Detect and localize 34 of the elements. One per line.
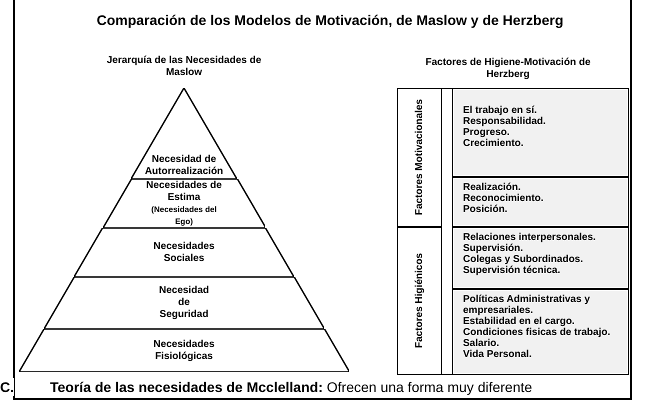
- level-label: (Necesidades del Ego): [150, 204, 218, 228]
- section-letter: C.: [0, 378, 14, 396]
- factor-group-cell: [397, 88, 442, 227]
- level-label: Necesidad de Seguridad: [158, 285, 209, 321]
- factor-item: Realización.: [463, 182, 522, 193]
- factor-item: Responsabilidad.: [463, 116, 547, 127]
- factor-cell: [452, 177, 629, 227]
- factor-item: Crecimiento.: [463, 138, 525, 149]
- factor-cell: [452, 289, 629, 375]
- level-label: Necesidades Fisiológicas: [153, 338, 215, 362]
- factor-cell: [452, 227, 629, 289]
- factor-item: Vida Personal.: [463, 349, 533, 360]
- factor-item: Supervisión.: [463, 243, 524, 254]
- factor-group-label: Factores Motivacionales: [414, 99, 426, 216]
- level-label: Necesidades Sociales: [153, 240, 215, 264]
- factor-item: Posición.: [463, 204, 508, 215]
- factor-cell: [452, 88, 629, 177]
- section-heading: Factores de Higiene-Motivación de Herzberg: [424, 57, 592, 81]
- factor-group-cell: [397, 227, 442, 375]
- diagram-title: Comparación de los Modelos de Motivación, de Maslow y de Herzberg: [96, 11, 564, 30]
- factor-item: Supervisión técnica.: [463, 265, 562, 276]
- factor-item: Condiciones fisicas de trabajo.: [463, 327, 612, 338]
- factor-item: Salario.: [463, 338, 500, 349]
- factor-item: Reconocimiento.: [463, 193, 545, 204]
- factor-item: El trabajo en sí.: [463, 105, 538, 116]
- factor-item: Relaciones interpersonales.: [463, 232, 597, 243]
- factor-item: Colegas y Subordinados.: [463, 254, 584, 265]
- factor-item: Políticas Administrativas y empresariales.: [463, 294, 591, 316]
- section-heading: Jerarquía de las Necesidades de Maslow: [106, 55, 262, 79]
- factor-item: Progreso.: [463, 127, 511, 138]
- level-label: Necesidades de Estima: [145, 180, 223, 204]
- factor-item: Estabilidad en el cargo.: [463, 316, 576, 327]
- level-label: Necesidad de Autorrealización: [144, 154, 224, 178]
- factor-group-label: Factores Higiénicos: [414, 253, 426, 349]
